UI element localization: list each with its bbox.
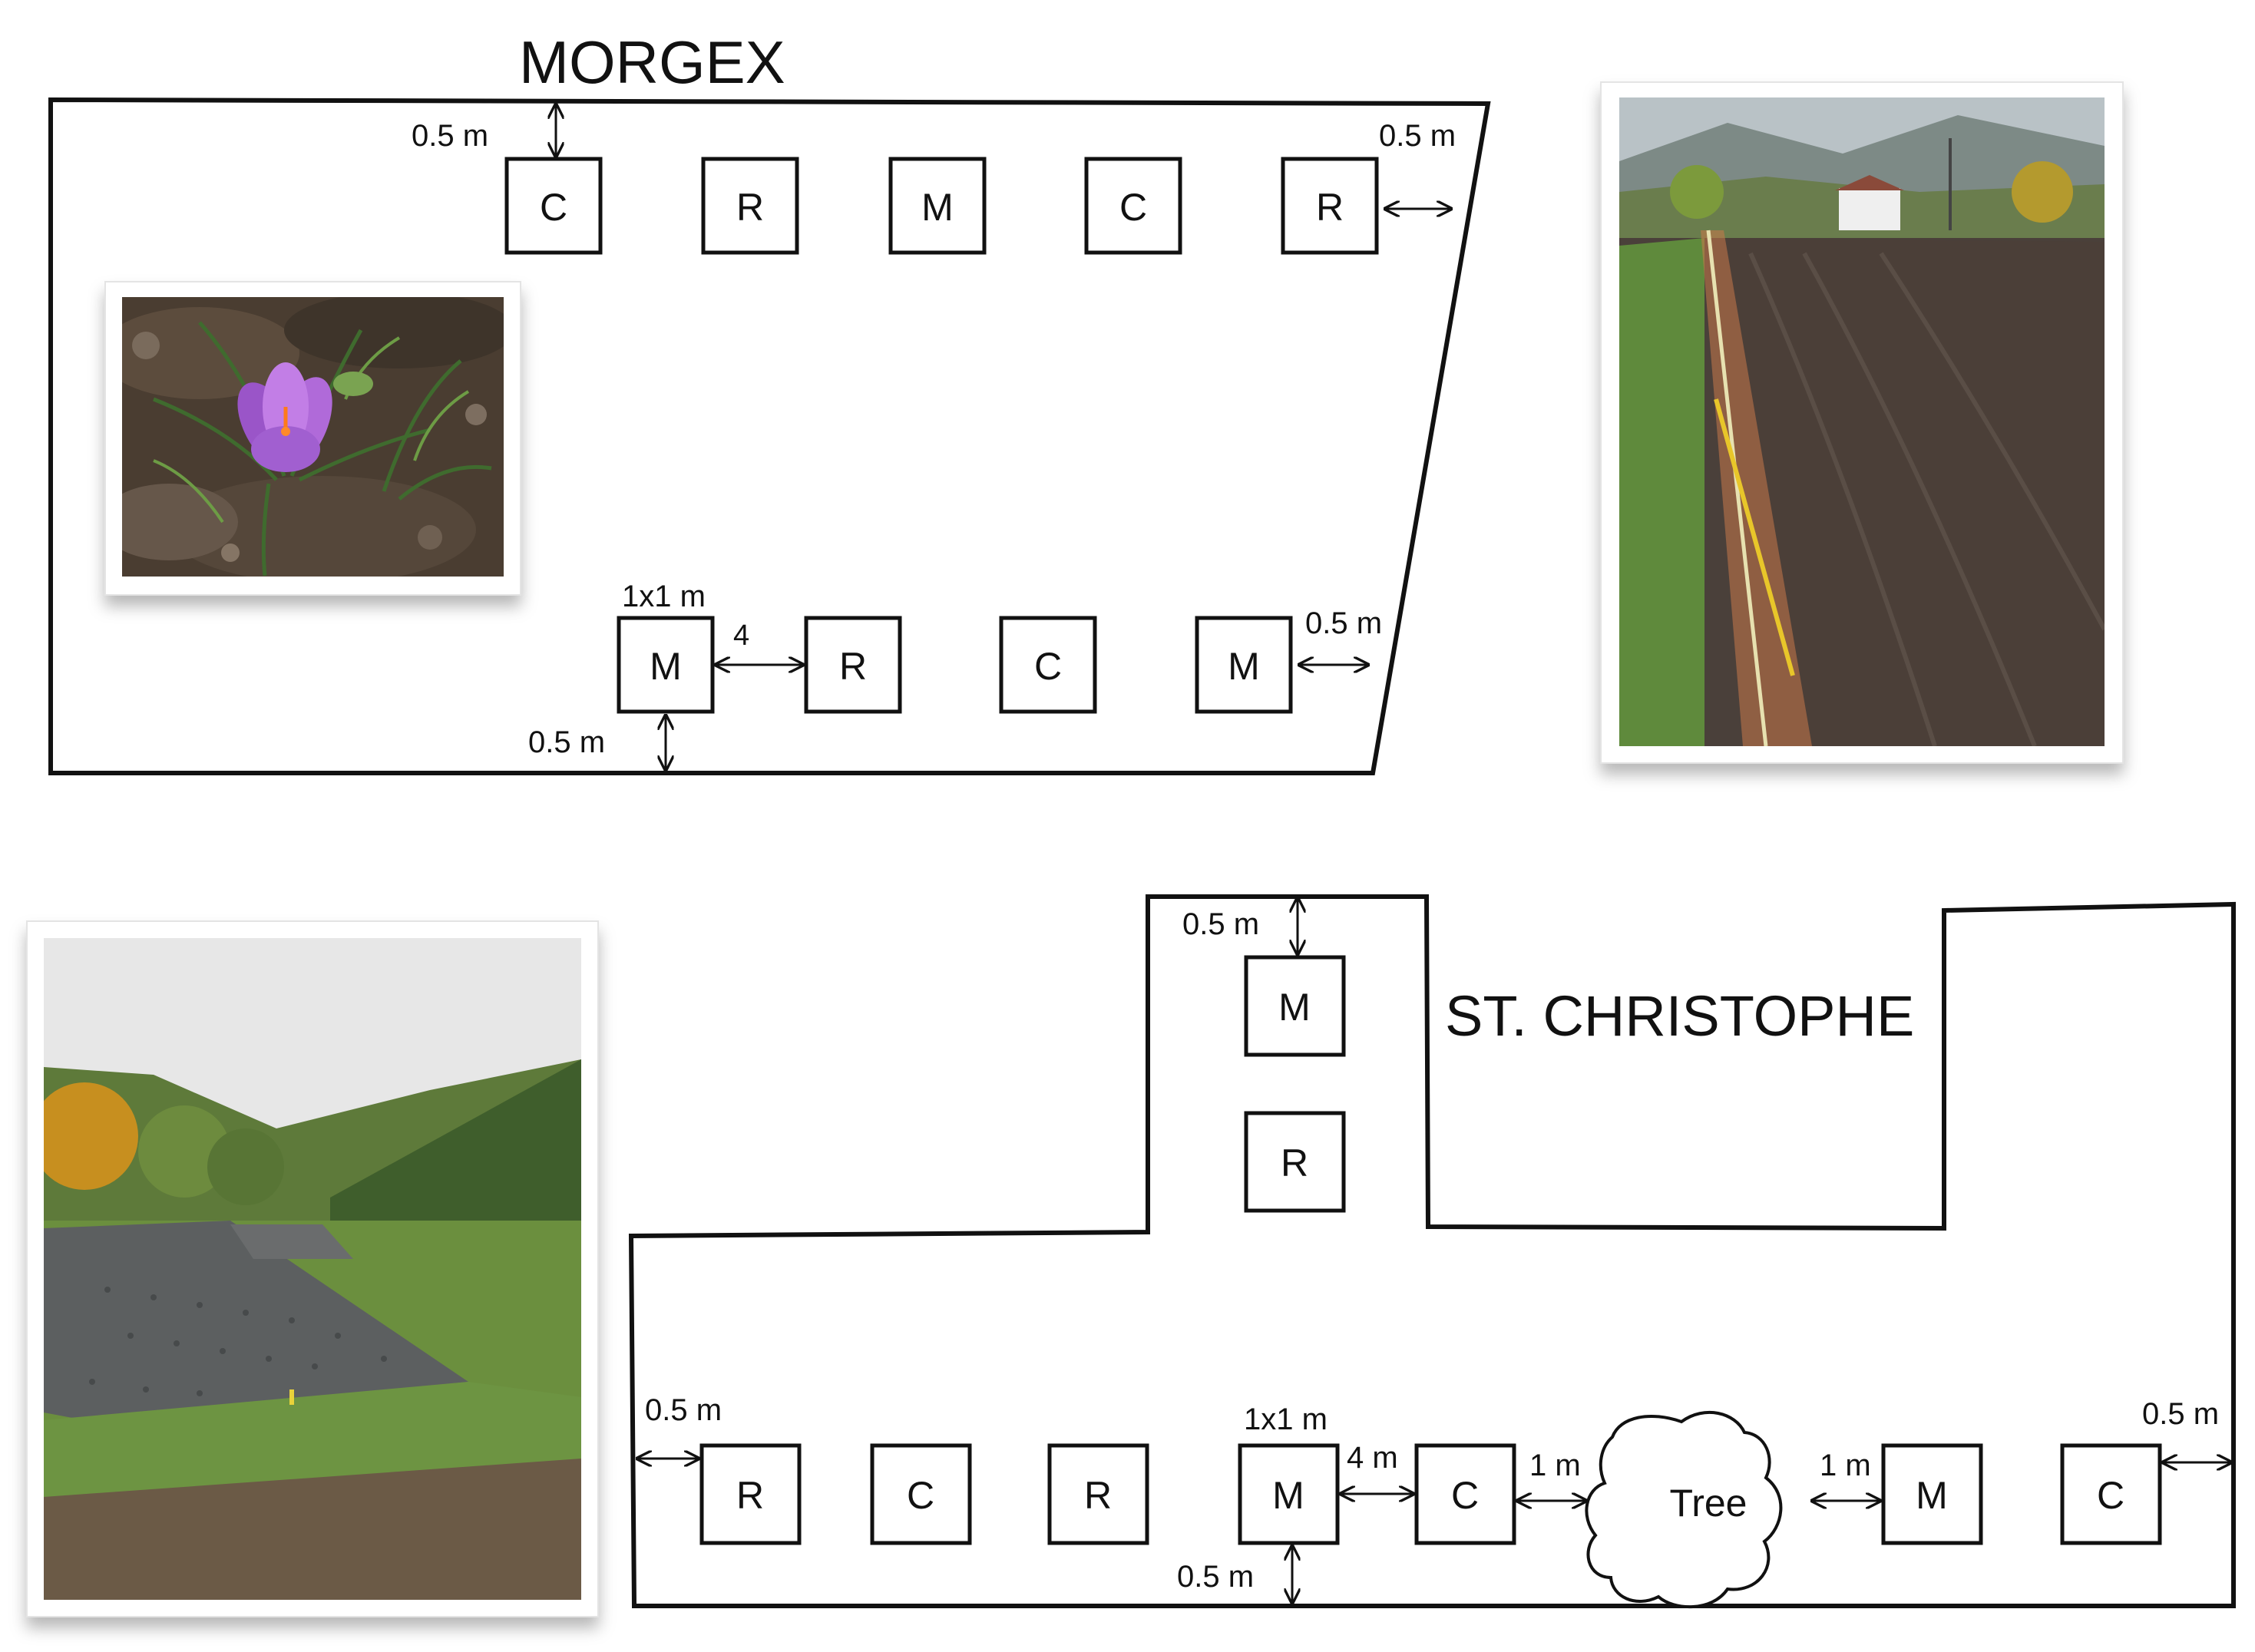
tree-obstacle: Tree [1585,1410,1783,1609]
st-christophe-plot-row-3: R [1047,1443,1149,1545]
plot-label: M [921,186,954,229]
plot-label: M [1228,645,1260,688]
morgex-top-gap-label: 0.5 m [412,119,488,153]
morgex-bottom-gap-label: 0.5 m [528,725,605,759]
st-christophe-plot-column-2: R [1244,1111,1346,1213]
st-christophe-tree-gap-right-label: 1 m [1820,1449,1871,1482]
tree-label: Tree [1670,1482,1747,1525]
morgex-bottom-row: M R C M [617,616,1293,714]
morgex-right-gap-top-label: 0.5 m [1379,119,1456,153]
st-christophe-plot-column-1: M [1244,955,1346,1057]
morgex-plot-top-2: R [701,157,799,255]
plot-label: C [1119,186,1147,229]
plot-label: M [650,645,682,688]
st-christophe-right-gap-label: 0.5 m [2142,1397,2219,1431]
morgex-plot-size-label: 1x1 m [622,580,706,613]
st-christophe-title: ST. CHRISTOPHE [1445,984,1914,1048]
morgex-plot-top-5: R [1281,157,1379,255]
st-christophe-plot-row-1: R [699,1443,802,1545]
plot-label: C [1034,645,1062,688]
st-christophe-site: ST. CHRISTOPHE M R R C R [628,894,2236,1609]
st-christophe-left-gap-label: 0.5 m [645,1393,722,1427]
plot-label: R [1316,186,1344,229]
plot-label: M [1272,1474,1304,1517]
morgex-plot-bottom-4: M [1195,616,1293,714]
st-christophe-row: R C R M C M C [699,1443,2162,1545]
st-christophe-top-gap-label: 0.5 m [1182,907,1259,941]
morgex-plot-top-4: C [1084,157,1182,255]
morgex-field-outline [48,97,1491,775]
plot-label: M [1278,986,1311,1029]
photo-tilled-field [1600,81,2124,764]
plot-label: R [736,186,764,229]
plot-label: C [540,186,567,229]
plot-label: R [1281,1142,1308,1184]
morgex-title: MORGEX [519,28,785,96]
st-christophe-plot-row-2: C [870,1443,972,1545]
photo-mulched-plots [26,920,599,1617]
plot-label: C [1451,1474,1479,1517]
st-christophe-plot-size-label: 1x1 m [1244,1403,1328,1436]
crocus-flower-graphic [237,362,332,472]
morgex-plot-bottom-1: M [617,616,715,714]
st-christophe-plot-row-6: M [1881,1443,1983,1545]
plot-label: C [2097,1474,2124,1517]
st-christophe-spacing-label: 4 m [1347,1441,1398,1475]
photo-saffron-flower [104,281,521,596]
plot-label: C [907,1474,934,1517]
st-christophe-tree-gap-left-label: 1 m [1529,1449,1581,1482]
morgex-right-gap-bottom-label: 0.5 m [1305,606,1382,640]
st-christophe-plot-row-5: C [1414,1443,1516,1545]
plot-label: R [1084,1474,1112,1517]
morgex-plot-top-3: M [888,157,987,255]
morgex-plot-top-1: C [504,157,603,255]
plot-label: R [839,645,867,688]
morgex-plot-bottom-2: R [804,616,902,714]
morgex-site: MORGEX C R M C R [48,28,1491,775]
plot-label: M [1916,1474,1948,1517]
st-christophe-column: M R [1244,955,1346,1213]
plot-label: R [736,1474,764,1517]
morgex-spacing-label: 4 [733,620,749,652]
morgex-plot-bottom-3: C [999,616,1097,714]
st-christophe-bottom-gap-label: 0.5 m [1177,1560,1254,1594]
st-christophe-plot-row-4: M [1238,1443,1340,1545]
orange-fence-graphic [1701,230,1812,746]
morgex-top-row: C R M C R [504,157,1379,255]
st-christophe-plot-row-7: C [2060,1443,2162,1545]
